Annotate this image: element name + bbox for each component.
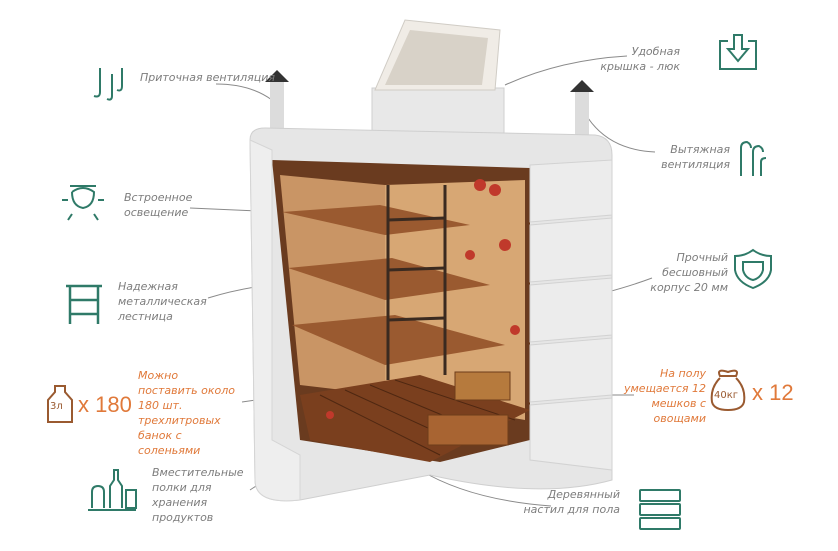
shield-icon [734, 248, 772, 290]
hatch-lid [371, 19, 505, 134]
shelves-label: Вместительные полки для хранения продукт… [152, 466, 244, 524]
ladder-label: Надежная металлическая лестница [118, 280, 207, 323]
bottles-icon [88, 469, 137, 511]
lighting-label: Встроенное освещение [124, 191, 193, 219]
hatch-label: Удобная крышка - люк [600, 45, 680, 73]
vent-pipe-left [265, 70, 289, 132]
jars-label: Можно поставить около 180 шт. трехлитров… [138, 369, 236, 457]
supply-vent-icon [93, 68, 123, 101]
supply-vent-label: Приточная вентиляция [140, 71, 275, 84]
floor-icon [639, 489, 681, 530]
floor-label: Деревянный настил для пола [523, 488, 620, 516]
exhaust-vent-icon [740, 140, 767, 176]
sack-count: x 12 [752, 380, 794, 405]
vent-pipe-right [570, 80, 594, 137]
exhaust-vent-label: Вытяжная вентиляция [661, 143, 730, 171]
jar-icon: 3л [46, 384, 74, 424]
sacks-label: На полу умещается 12 мешков с овощами [624, 367, 707, 425]
lamp-icon [62, 185, 104, 221]
cellar-body [249, 127, 613, 502]
hatch-icon [719, 34, 757, 70]
ladder-icon [66, 284, 102, 324]
jar-count: x 180 [78, 392, 132, 417]
sack-icon: 40кг [708, 366, 748, 412]
body-label: Прочный бесшовный корпус 20 мм [650, 251, 728, 294]
